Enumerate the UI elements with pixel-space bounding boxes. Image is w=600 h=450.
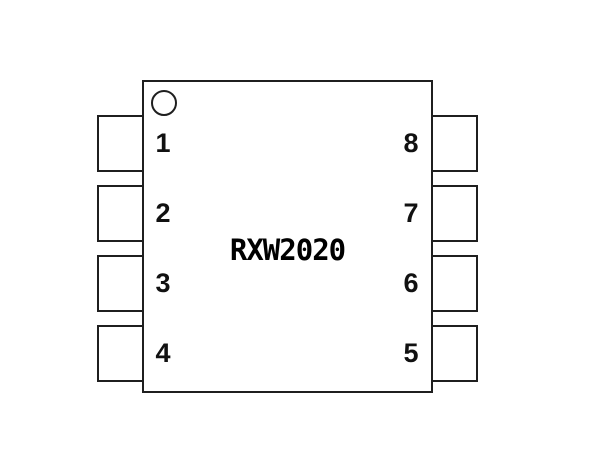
pin-number-2: 2 bbox=[155, 198, 171, 228]
pin-number-5: 5 bbox=[403, 338, 419, 368]
pin-pad-3 bbox=[97, 255, 144, 312]
pin1-indicator-icon bbox=[151, 90, 177, 116]
chip-body-outline bbox=[142, 80, 433, 393]
pin-number-1: 1 bbox=[155, 128, 171, 158]
pin-pad-5 bbox=[431, 325, 478, 382]
pin-number-8: 8 bbox=[403, 128, 419, 158]
pin-pad-6 bbox=[431, 255, 478, 312]
pin-number-3: 3 bbox=[155, 268, 171, 298]
part-number-label: RXW2020 bbox=[229, 233, 346, 267]
pin-number-7: 7 bbox=[403, 198, 419, 228]
pin-pad-4 bbox=[97, 325, 144, 382]
pin-number-4: 4 bbox=[155, 338, 171, 368]
pin-pad-7 bbox=[431, 185, 478, 242]
pin-pad-2 bbox=[97, 185, 144, 242]
pin-number-6: 6 bbox=[403, 268, 419, 298]
pin-pad-1 bbox=[97, 115, 144, 172]
pin-pad-8 bbox=[431, 115, 478, 172]
